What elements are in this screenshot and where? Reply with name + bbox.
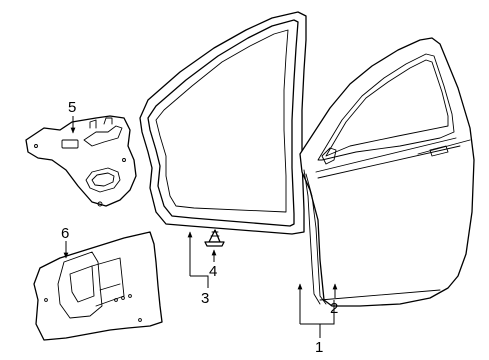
callout-6: 6 bbox=[61, 225, 69, 242]
callout-5: 5 bbox=[68, 99, 76, 116]
part-3-weatherstrip bbox=[139, 11, 307, 235]
part-1-door-shell bbox=[299, 37, 475, 307]
part-6-panel bbox=[33, 231, 163, 341]
callout-2: 2 bbox=[330, 300, 338, 317]
callout-3: 3 bbox=[201, 290, 209, 307]
part-5-bracket bbox=[25, 115, 137, 207]
part-4-clip bbox=[204, 229, 225, 247]
callout-1: 1 bbox=[315, 339, 323, 356]
callout-leaders bbox=[63, 116, 338, 338]
callout-4: 4 bbox=[209, 263, 217, 280]
